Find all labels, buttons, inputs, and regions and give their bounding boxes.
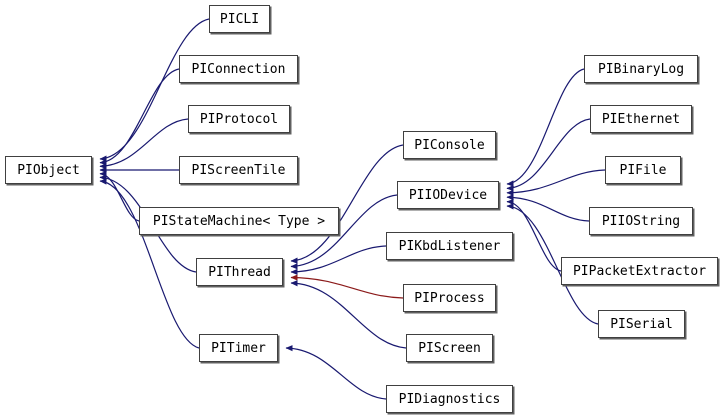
class-node-pidiagnostics[interactable]: PIDiagnostics bbox=[386, 385, 513, 413]
inheritance-edge-pidiagnostics-to-pitimer bbox=[285, 344, 387, 400]
inheritance-edge-piscreen-to-pithread bbox=[290, 280, 407, 349]
class-node-pistatemachine[interactable]: PIStateMachine< Type > bbox=[139, 207, 339, 235]
class-node-picli[interactable]: PICLI bbox=[209, 5, 270, 33]
inheritance-edge-pitimer-to-piobject bbox=[99, 178, 200, 349]
inheritance-edge-piconsole-to-pithread bbox=[290, 144, 404, 264]
class-node-label: PIPacketExtractor bbox=[572, 263, 707, 279]
inheritance-edge-piethernet-to-piiodevice bbox=[506, 118, 591, 192]
class-node-label: PIIOString bbox=[601, 213, 681, 229]
class-node-pitimer[interactable]: PITimer bbox=[199, 334, 278, 362]
class-node-piconnection[interactable]: PIConnection bbox=[179, 55, 298, 83]
class-node-label: PIFile bbox=[619, 162, 667, 178]
inheritance-edge-pifile-to-piiodevice bbox=[506, 169, 606, 196]
class-node-piprotocol[interactable]: PIProtocol bbox=[188, 105, 290, 133]
class-node-pibinarylog[interactable]: PIBinaryLog bbox=[584, 55, 698, 83]
class-node-label: PIProcess bbox=[414, 290, 485, 306]
class-node-pithread[interactable]: PIThread bbox=[196, 258, 283, 286]
class-node-label: PIScreen bbox=[418, 340, 481, 356]
class-node-label: PIDiagnostics bbox=[398, 391, 501, 407]
class-node-piserial[interactable]: PISerial bbox=[598, 310, 685, 338]
class-node-piconsole[interactable]: PIConsole bbox=[403, 131, 496, 159]
inheritance-edge-piiodevice-to-pithread bbox=[290, 194, 398, 270]
class-node-label: PIKbdListener bbox=[398, 238, 501, 254]
class-node-label: PITimer bbox=[211, 340, 266, 356]
inheritance-edge-pipacketextractor-to-piiodevice bbox=[506, 198, 562, 272]
inheritance-edge-piconnection-to-piobject bbox=[99, 68, 180, 166]
inheritance-edge-pikbdlistener-to-pithread bbox=[290, 245, 387, 276]
class-node-pikbdlistener[interactable]: PIKbdListener bbox=[386, 232, 513, 260]
class-node-label: PICLI bbox=[219, 11, 260, 27]
inheritance-edge-pibinarylog-to-piiodevice bbox=[506, 68, 585, 187]
class-node-piprocess[interactable]: PIProcess bbox=[403, 284, 496, 312]
class-node-pipacketextractor[interactable]: PIPacketExtractor bbox=[561, 257, 718, 285]
class-node-label: PIStateMachine< Type > bbox=[152, 213, 326, 229]
inheritance-edge-piprocess-to-pithread bbox=[290, 274, 404, 299]
class-node-label: PIObject bbox=[17, 162, 80, 178]
class-node-label: PIConsole bbox=[414, 137, 485, 153]
class-node-pifile[interactable]: PIFile bbox=[605, 156, 681, 184]
inheritance-edge-piiostring-to-piiodevice bbox=[506, 194, 590, 222]
class-node-label: PIIODevice bbox=[408, 187, 488, 203]
class-node-label: PIScreenTile bbox=[191, 162, 286, 178]
class-node-piiostring[interactable]: PIIOString bbox=[589, 207, 693, 235]
class-node-label: PISerial bbox=[610, 316, 673, 332]
class-node-label: PIProtocol bbox=[199, 111, 279, 127]
class-node-label: PIThread bbox=[208, 264, 271, 280]
class-node-label: PIEthernet bbox=[601, 111, 681, 127]
inheritance-edge-piprotocol-to-piobject bbox=[99, 118, 189, 170]
class-node-piethernet[interactable]: PIEthernet bbox=[590, 105, 692, 133]
class-node-piiodevice[interactable]: PIIODevice bbox=[397, 181, 499, 209]
class-node-piscreen[interactable]: PIScreen bbox=[406, 334, 493, 362]
class-node-label: PIBinaryLog bbox=[597, 61, 685, 77]
inheritance-edge-picli-to-piobject bbox=[99, 18, 210, 162]
class-node-piscreentile[interactable]: PIScreenTile bbox=[179, 156, 298, 184]
class-node-label: PIConnection bbox=[191, 61, 286, 77]
class-node-piobject[interactable]: PIObject bbox=[5, 156, 92, 184]
inheritance-edge-piserial-to-piiodevice bbox=[506, 203, 599, 325]
